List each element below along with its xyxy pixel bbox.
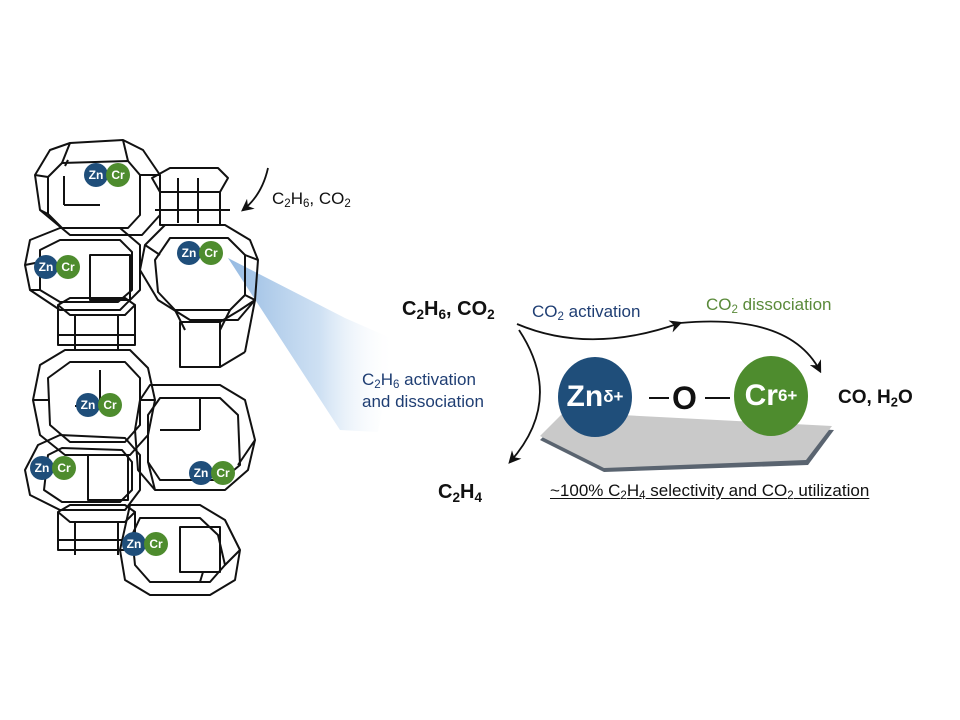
feed-h: H bbox=[290, 189, 303, 208]
summary-s1: 2 bbox=[620, 490, 627, 503]
co2-dissociation-sub: 2 bbox=[731, 304, 738, 317]
co2-activation-pre: CO bbox=[532, 302, 558, 321]
zn-site: Zn bbox=[189, 461, 213, 485]
co2-activation-arrow bbox=[516, 320, 683, 341]
reactant-c: C bbox=[402, 298, 417, 320]
zn-site: Zn bbox=[84, 163, 108, 187]
feed-c-sub: 2 bbox=[284, 198, 291, 211]
site-pair: Zn Cr bbox=[30, 456, 82, 480]
reactant-h: H bbox=[424, 298, 439, 320]
reactant-co-sub: 2 bbox=[487, 306, 495, 322]
site-pair: Zn Cr bbox=[177, 241, 229, 265]
co2-activation-sub: 2 bbox=[557, 311, 564, 324]
co2-dissociation-label: CO2 dissociation bbox=[706, 295, 832, 317]
site-pair: Zn Cr bbox=[34, 255, 86, 279]
summary-p1: ~100% C bbox=[550, 481, 621, 500]
c2h6-activation-line2: and dissociation bbox=[362, 392, 484, 412]
c2h6-activation-arrow bbox=[508, 329, 541, 464]
c2h6-h-sub: 6 bbox=[392, 379, 400, 392]
c2h4-c: C bbox=[438, 481, 453, 503]
cr-site: Cr bbox=[199, 241, 223, 265]
feed-arrow bbox=[241, 167, 269, 212]
zn-symbol: Zn bbox=[566, 380, 604, 413]
c2h4-h: H bbox=[460, 481, 475, 503]
zn-site: Zn bbox=[76, 393, 100, 417]
oxygen-atom: O bbox=[672, 380, 697, 416]
co2-activation-post: activation bbox=[563, 302, 641, 321]
cr-symbol: Cr bbox=[744, 379, 778, 412]
summary-statement: ~100% C2H4 selectivity and CO2 utilizati… bbox=[550, 481, 870, 503]
c2h6-c: C bbox=[362, 370, 375, 389]
reactants-label: C2H6, CO2 bbox=[402, 298, 495, 322]
co2-dissociation-post: dissociation bbox=[737, 295, 832, 314]
products-co-h2o: CO, H2O bbox=[838, 387, 913, 410]
c2h4-c-sub: 2 bbox=[452, 489, 461, 505]
zn-site: Zn bbox=[177, 241, 201, 265]
summary-s2: 4 bbox=[639, 490, 646, 503]
zn-site: Zn bbox=[30, 456, 54, 480]
reactant-c-sub: 2 bbox=[416, 306, 425, 322]
reactant-h-sub: 6 bbox=[438, 306, 447, 322]
feed-h-sub: 6 bbox=[302, 198, 310, 211]
c2h6-h: H bbox=[380, 370, 393, 389]
zn-site: Zn bbox=[34, 255, 58, 279]
cr-site: Cr bbox=[56, 255, 80, 279]
products-post: O bbox=[897, 387, 913, 408]
feed-label: C2H6, CO2 bbox=[272, 189, 351, 211]
c2h4-h-sub: 4 bbox=[474, 489, 483, 505]
co2-dissociation-arrow bbox=[679, 320, 822, 374]
cr-site: Cr bbox=[144, 532, 168, 556]
cr-site: Cr bbox=[106, 163, 130, 187]
site-pair: Zn Cr bbox=[84, 163, 136, 187]
feed-co-sub: 2 bbox=[344, 198, 351, 211]
cr-site: Cr bbox=[211, 461, 235, 485]
product-c2h4: C2H4 bbox=[438, 481, 483, 505]
c2h6-c-sub: 2 bbox=[374, 379, 381, 392]
summary-s3: 2 bbox=[787, 490, 794, 503]
co2-dissociation-pre: CO bbox=[706, 295, 732, 314]
magnification-beam bbox=[228, 258, 395, 432]
feed-c: C bbox=[272, 189, 285, 208]
summary-p3: selectivity and CO bbox=[645, 481, 788, 500]
c2h6-activation-text: activation bbox=[399, 370, 476, 389]
summary-p2: H bbox=[626, 481, 640, 500]
c2h6-activation-line1: C2H6 activation bbox=[362, 369, 484, 391]
summary-p4: utilization bbox=[793, 481, 870, 500]
zeolite-framework bbox=[24, 139, 259, 596]
zn-site: Zn bbox=[122, 532, 146, 556]
cr-site: Cr bbox=[98, 393, 122, 417]
reactant-co: , CO bbox=[446, 298, 488, 320]
site-pair: Zn Cr bbox=[76, 393, 128, 417]
cr-site: Cr bbox=[52, 456, 76, 480]
site-pair: Zn Cr bbox=[122, 532, 174, 556]
site-pair: Zn Cr bbox=[189, 461, 241, 485]
products-pre: CO, H bbox=[838, 387, 891, 408]
c2h6-activation-label: C2H6 activation and dissociation bbox=[362, 369, 484, 413]
co2-activation-label: CO2 activation bbox=[532, 302, 641, 324]
feed-co: , CO bbox=[309, 189, 345, 208]
products-sub: 2 bbox=[890, 394, 898, 410]
